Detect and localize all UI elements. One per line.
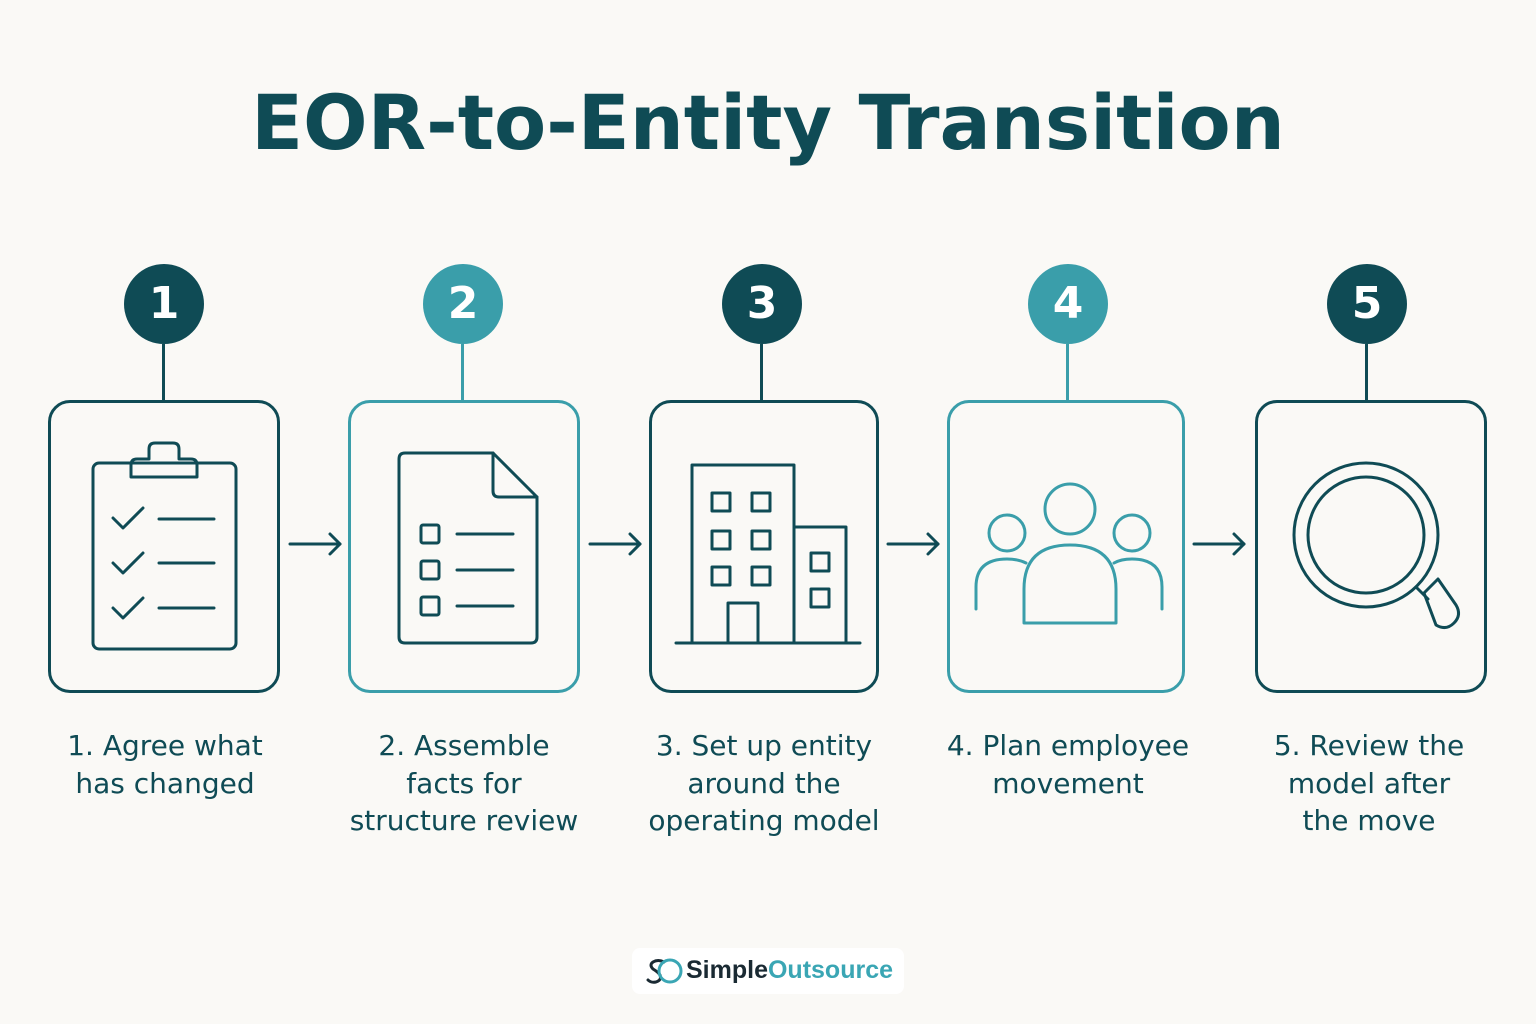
brand-logo: SimpleOutsource xyxy=(632,948,904,994)
step-4-badge: 4 xyxy=(1028,264,1108,344)
step-1-card xyxy=(48,400,280,693)
step-2-label: 2. Assemble facts for structure review xyxy=(349,729,579,837)
document-list-icon xyxy=(397,451,539,645)
people-group-icon xyxy=(974,482,1164,625)
step-3-badge: 3 xyxy=(722,264,802,344)
step-1-connector xyxy=(162,344,165,400)
simpleoutsource-logo-icon xyxy=(646,958,683,984)
clipboard-checklist-icon xyxy=(91,441,238,651)
step-3-card xyxy=(649,400,879,693)
step-4-label: 4. Plan employee movement xyxy=(946,729,1190,800)
step-5-label: 5. Review the model after the move xyxy=(1273,729,1465,837)
step-5-card xyxy=(1255,400,1487,693)
step-5-connector xyxy=(1365,344,1368,400)
page-title: EOR-to-Entity Transition xyxy=(251,78,1285,167)
arrow-right-icon xyxy=(886,532,940,556)
office-building-icon xyxy=(674,463,862,645)
step-2-badge: 2 xyxy=(423,264,503,344)
arrow-right-icon xyxy=(288,532,342,556)
step-4-connector xyxy=(1066,344,1069,400)
arrow-right-icon xyxy=(588,532,642,556)
step-5-badge: 5 xyxy=(1327,264,1407,344)
brand-name: SimpleOutsource xyxy=(686,956,893,985)
step-3-label: 3. Set up entity around the operating mo… xyxy=(648,729,880,837)
brand-name-part2: Outsource xyxy=(767,956,894,984)
magnifying-glass-icon xyxy=(1292,461,1461,630)
brand-name-part1: Simple xyxy=(686,956,768,984)
step-2-connector xyxy=(461,344,464,400)
step-1-badge: 1 xyxy=(124,264,204,344)
step-3-connector xyxy=(760,344,763,400)
step-1-label: 1. Agree what has changed xyxy=(67,729,263,800)
step-2-card xyxy=(348,400,580,693)
arrow-right-icon xyxy=(1192,532,1246,556)
step-4-card xyxy=(947,400,1185,693)
